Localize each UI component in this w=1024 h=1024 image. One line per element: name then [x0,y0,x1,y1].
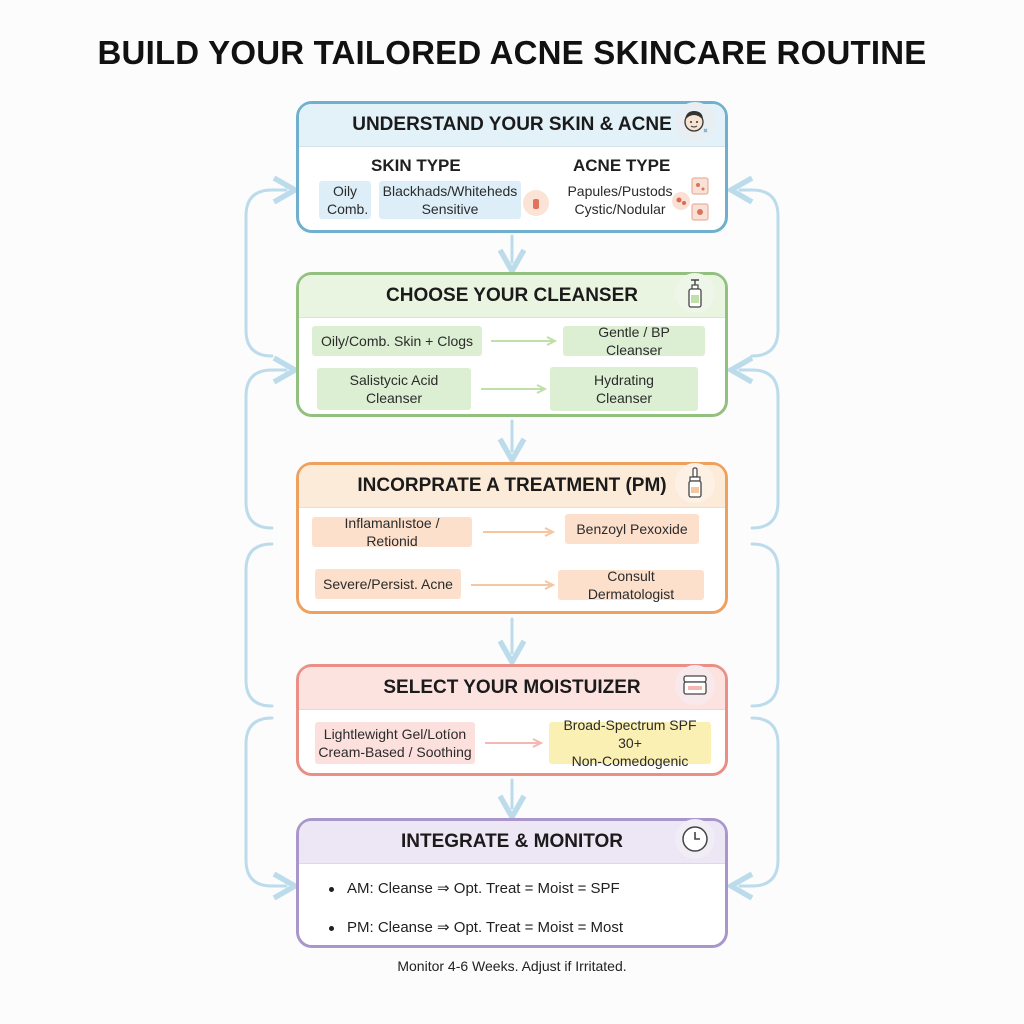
clock-icon [675,819,715,859]
step-moisturizer-header: SELECT YOUR MOISTUIZER [299,667,725,710]
skin-type-sensitive-chip: Blackhads/Whiteheds Sensitive [379,181,521,219]
face-icon [675,102,715,142]
treatment-severe-chip: Severe/Persist. Acne [315,569,461,599]
cleanser-arrow-2 [481,384,548,394]
right-loop-2 [725,355,780,530]
acne-sample-icons [665,174,715,224]
step-cleanser-panel: CHOOSE YOUR CLEANSER Oily/Comb. Skin + C… [296,272,728,417]
step-monitor-panel: INTEGRATE & MONITOR AM: Cleanse ⇒ Opt. T… [296,818,728,948]
left-loop-3 [244,716,301,901]
step-understand-panel: UNDERSTAND YOUR SKIN & ACNE SKIN TYPE AC… [296,101,728,233]
right-loop-1 [725,175,780,358]
step-treatment-header: INCORPRATE A TREATMENT (PM) [299,465,725,508]
left-loop-2 [244,355,301,530]
cream-jar-icon [675,665,715,705]
moisturizer-spf-chip: Broad-Spectrum SPF 30+ Non-Comedogenic [549,717,711,769]
pump-bottle-icon [675,273,715,313]
treatment-arrow-2 [471,580,556,590]
cleanser-arrow-1 [491,336,558,346]
skin-type-oily-chip: Oily Comb. [319,181,371,219]
skin-sample-icon [523,190,549,216]
cleanser-hydrating-chip: Hydrating Cleanser [550,367,698,411]
treatment-arrow-1 [483,527,556,537]
step-cleanser-header: CHOOSE YOUR CLEANSER [299,275,725,318]
acne-type-text: Papules/Pustods Cystic/Nodular [567,183,673,217]
right-loop-3 [725,716,780,901]
am-routine-item: AM: Cleanse ⇒ Opt. Treat = Moist = SPF [329,879,623,899]
step-moisturizer-panel: SELECT YOUR MOISTUIZER Lightlewight Gel/… [296,664,728,776]
cleanser-oily-chip: Oily/Comb. Skin + Clogs [312,326,482,356]
page-title: BUILD YOUR TAILORED ACNE SKINCARE ROUTIN… [97,34,927,71]
treatment-retinoid-chip: Inflamanlıstoe / Retionid [312,515,472,549]
step-understand-header: UNDERSTAND YOUR SKIN & ACNE [299,104,725,147]
cleanser-gentle-chip: Gentle / BP Cleanser [563,324,705,358]
treatment-dermatologist-chip: Consult Dermatologist [558,568,704,602]
serum-bottle-icon [675,463,715,503]
pm-routine-item: PM: Cleanse ⇒ Opt. Treat = Moist = Most [329,918,623,938]
skin-type-title: SKIN TYPE [371,156,461,175]
footer-note: Monitor 4-6 Weeks. Adjust if Irritated. [397,958,627,974]
step-monitor-header: INTEGRATE & MONITOR [299,821,725,864]
routine-list: AM: Cleanse ⇒ Opt. Treat = Moist = SPF P… [329,879,623,938]
step-treatment-panel: INCORPRATE A TREATMENT (PM) Inflamanlıst… [296,462,728,614]
treatment-benzoyl-chip: Benzoyl Pexoxide [565,514,699,544]
moisturizer-gel-chip: Lightlewight Gel/Lotíon Cream-Based / So… [315,722,475,764]
acne-type-title: ACNE TYPE [573,156,671,175]
moisturizer-arrow [485,738,544,748]
cleanser-salicylic-chip: Salistycic Acid Cleanser [317,368,471,410]
left-loop-1 [244,175,301,358]
